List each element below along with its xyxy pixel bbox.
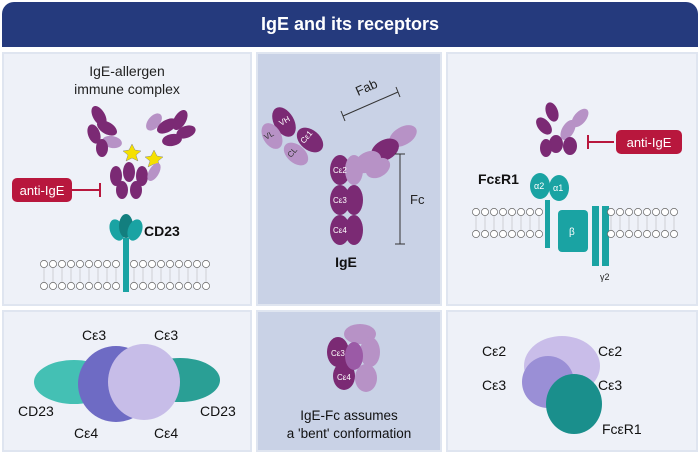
cd23-right-label: CD23 — [200, 403, 236, 419]
anti-ige-label: anti-IgE — [20, 183, 65, 198]
fc-label: Fc — [410, 192, 425, 207]
ige-structure-diagram: VH VL Cε1 CL Fab Cε2 Cε3 Cε4 — [261, 76, 425, 270]
panel-fcer1-complex-structure: Cε2 Cε2 Cε3 Cε3 FcεR1 — [446, 310, 698, 452]
panel-fcer1: anti-IgE FcεR1 α2 α1 β γ2 — [446, 52, 698, 306]
complex-label-line1: IgE-allergen — [89, 63, 165, 79]
alpha2-label: α2 — [534, 181, 544, 191]
fab-arm-left — [261, 107, 324, 166]
bent-fc-diagram: Cε3 Cε4 IgE-Fc assumes a 'bent' conforma… — [287, 324, 411, 441]
immune-complex-diagram: IgE-allergen immune complex — [12, 63, 210, 292]
fc-stack — [330, 155, 363, 245]
panel-ige-structure: VH VL Cε1 CL Fab Cε2 Cε3 Cε4 — [256, 52, 442, 306]
ige-cluster-fcer1 — [536, 102, 589, 157]
complex-label-line2: immune complex — [74, 81, 180, 97]
fab-arm-right — [354, 125, 417, 179]
ce3-left-label: Cε3 — [82, 327, 106, 343]
bent-caption-line1: IgE-Fc assumes — [300, 408, 398, 423]
panel-immune-complex-cd23: IgE-allergen immune complex — [2, 52, 252, 306]
title-banner: IgE and its receptors — [2, 2, 698, 47]
cd23-complex-structure: Cε3 Cε3 CD23 CD23 Cε4 Cε4 — [18, 327, 236, 441]
cd23-receptor — [109, 214, 143, 292]
gamma2-label: γ2 — [600, 272, 610, 282]
cell-membrane — [40, 260, 210, 290]
ige-label: IgE — [335, 254, 357, 270]
ce4-label: Cε4 — [333, 226, 347, 235]
beta-label: β — [569, 227, 575, 238]
fcer1-surface — [546, 374, 602, 434]
vl-label: VL — [263, 129, 276, 142]
cell-membrane-right — [472, 208, 678, 238]
cd23-label: CD23 — [144, 223, 180, 239]
fcer1-receptor — [530, 173, 609, 266]
ige-bound-cluster — [110, 162, 161, 199]
fcer1-complex-structure: Cε2 Cε2 Cε3 Cε3 FcεR1 — [482, 336, 642, 437]
br-ce3-right-label: Cε3 — [598, 377, 622, 393]
allergen-star-icon — [122, 143, 164, 168]
fab-label: Fab — [353, 76, 380, 99]
ige-left-cluster — [87, 106, 122, 157]
page-title: IgE and its receptors — [260, 14, 440, 34]
bent-fc-shape — [327, 324, 380, 392]
br-ce2-left-label: Cε2 — [482, 343, 506, 359]
bent-caption-line2: a 'bent' conformation — [287, 426, 411, 441]
ce4-right-label: Cε4 — [154, 425, 178, 441]
br-ce2-right-label: Cε2 — [598, 343, 622, 359]
bent-ce3-label: Cε3 — [331, 349, 345, 358]
ige-right-cluster — [146, 110, 196, 147]
ce3-label: Cε3 — [333, 196, 347, 205]
cd23-left-label: CD23 — [18, 403, 54, 419]
ige-fc-surface-light — [108, 344, 180, 420]
ce2-label: Cε2 — [333, 166, 347, 175]
br-fcer1-label: FcεR1 — [602, 421, 642, 437]
fcer1-label: FcεR1 — [478, 171, 519, 187]
bent-ce4-label: Cε4 — [337, 373, 351, 382]
panel-bent-conformation: Cε3 Cε4 IgE-Fc assumes a 'bent' conforma… — [256, 310, 442, 452]
alpha1-label: α1 — [553, 183, 563, 193]
anti-ige-badge — [12, 178, 72, 202]
ce4-left-label: Cε4 — [74, 425, 98, 441]
anti-ige-label-right: anti-IgE — [627, 135, 672, 150]
ce3-right-label: Cε3 — [154, 327, 178, 343]
anti-ige-badge-right — [616, 130, 682, 154]
panel-cd23-complex-structure: Cε3 Cε3 CD23 CD23 Cε4 Cε4 — [2, 310, 252, 452]
br-ce3-left-label: Cε3 — [482, 377, 506, 393]
fcer1-diagram: anti-IgE FcεR1 α2 α1 β γ2 — [472, 102, 682, 282]
